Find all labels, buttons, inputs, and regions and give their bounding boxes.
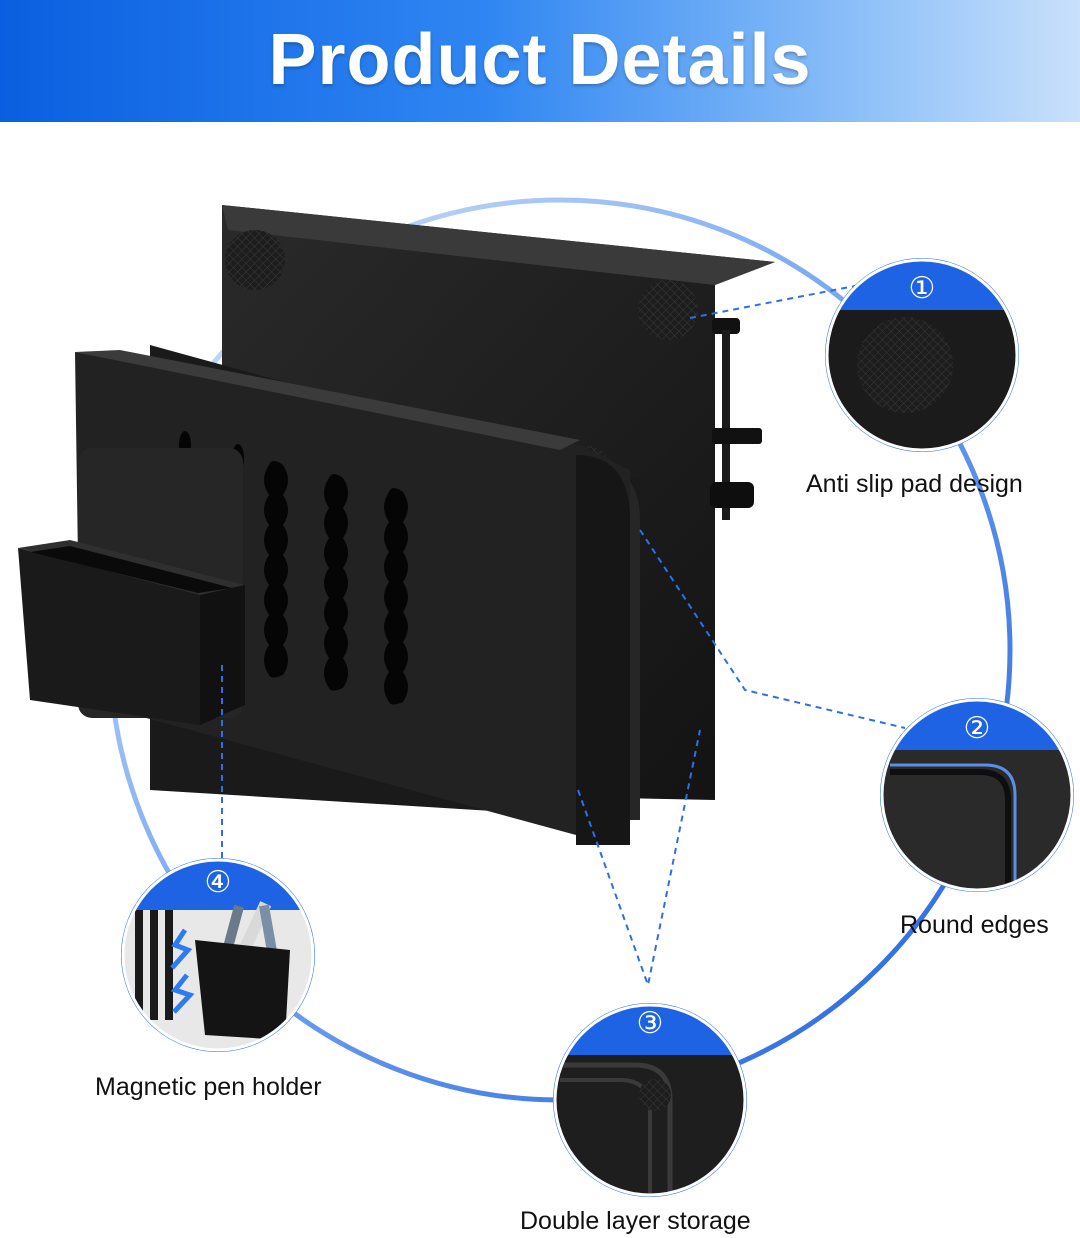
caption-round-edges: Round edges: [900, 911, 1049, 939]
badge-number-3: ③: [637, 1006, 664, 1041]
leader-lines: [221, 284, 906, 989]
badge-number-1: ①: [909, 271, 936, 306]
callout-magnetic-holder: [121, 858, 315, 1052]
page-title: Product Details: [268, 20, 812, 100]
callout-round-edges: [880, 698, 1074, 892]
caption-magnetic-holder: Magnetic pen holder: [95, 1073, 322, 1101]
header-banner: Product Details: [0, 0, 1080, 122]
badge-number-2: ②: [964, 711, 991, 746]
badge-number-4: ④: [205, 865, 232, 900]
caption-double-layer: Double layer storage: [520, 1207, 751, 1235]
caption-anti-slip-pad: Anti slip pad design: [806, 470, 1023, 498]
organizer-pen-holder: [18, 448, 245, 725]
